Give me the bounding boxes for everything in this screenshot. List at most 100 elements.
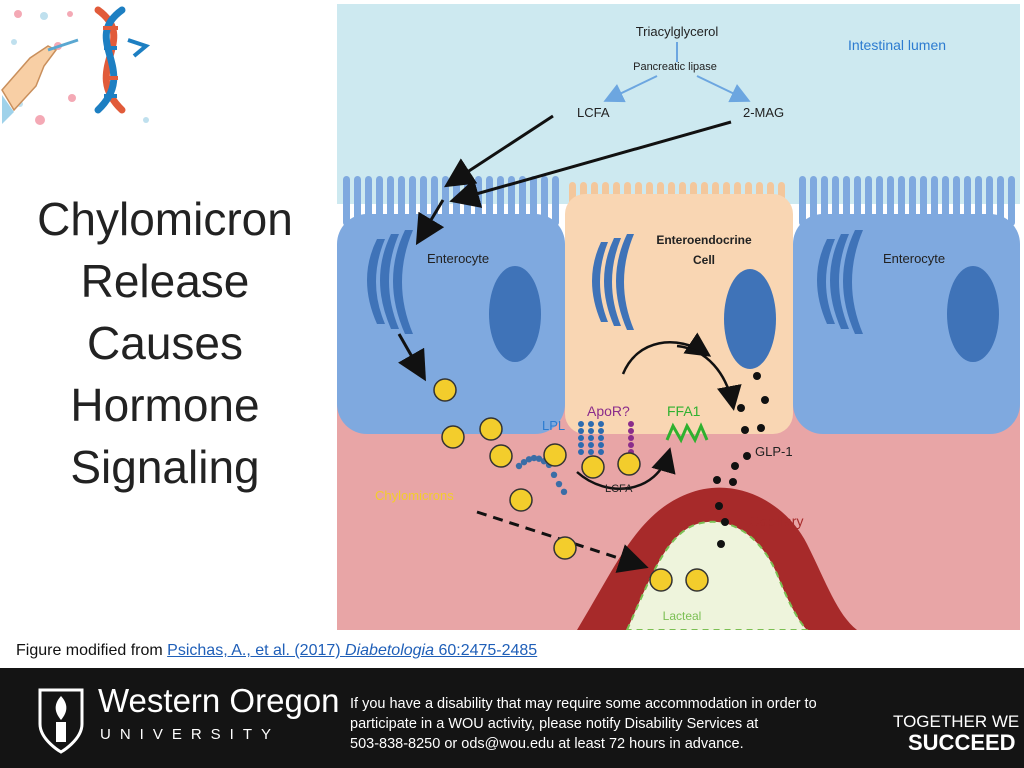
microvillus	[898, 176, 905, 226]
chylomicron-signaling-figure: Triacylglycerol Pancreatic lipase Intest…	[337, 4, 1020, 630]
lpl-enzyme-icon	[515, 454, 568, 496]
chylomicron-particle	[685, 568, 709, 592]
microvillus	[409, 176, 416, 226]
microvillus	[530, 176, 537, 226]
notice-line: participate in a WOU activity, please no…	[350, 716, 759, 732]
dna-logo-icon	[1, 6, 151, 125]
lacteal-vessel	[625, 520, 809, 630]
lacteal-label: Lacteal	[663, 609, 702, 623]
torch-logo-icon	[38, 688, 84, 754]
microvillus	[343, 176, 350, 226]
receptor-bead	[628, 421, 634, 427]
chylomicron-particle	[441, 425, 465, 449]
microvillus	[997, 176, 1004, 226]
ffa1-label: FFA1	[667, 403, 701, 419]
glp1-granule	[729, 478, 737, 486]
citation-authors: Psichas, A., et al. (2017)	[167, 642, 346, 659]
microvillus	[876, 176, 883, 226]
microvillus	[843, 176, 850, 226]
microvillus	[964, 176, 971, 226]
glp1-granule	[713, 476, 721, 484]
chylomicron-particle	[509, 488, 533, 512]
footer-bar: Western Oregon UNIVERSITY If you have a …	[0, 668, 1024, 768]
chylomicron-particle	[543, 443, 567, 467]
lpl-bead	[525, 456, 533, 463]
nucleus-icon	[489, 266, 541, 362]
receptor-bead	[578, 428, 584, 434]
nucleus-icon	[724, 269, 776, 369]
chylomicron-particle	[479, 417, 503, 441]
glp1-granules	[713, 372, 769, 548]
chylomicron-particle	[581, 455, 605, 479]
receptor-bead	[578, 442, 584, 448]
chylomicrons-label: Chylomicrons	[375, 488, 454, 503]
lcfa-top-label: LCFA	[577, 105, 610, 120]
absorption-arrow	[443, 114, 554, 188]
microvillus	[508, 176, 515, 226]
receptor-bead	[588, 442, 594, 448]
lcfa-arrow	[576, 447, 676, 490]
microvillus	[986, 176, 993, 226]
microvilli	[799, 176, 1015, 226]
enteroendocrine-label: Enteroendocrine	[656, 233, 752, 247]
microvillus	[821, 176, 828, 226]
glp1-granule	[717, 540, 725, 548]
microvillus	[975, 176, 982, 226]
lpl-bead	[560, 488, 568, 496]
lumen-arrow	[696, 75, 751, 103]
receptor-bead	[628, 435, 634, 441]
enterocyte-right-label: Enterocyte	[883, 251, 945, 266]
university-subtitle: UNIVERSITY	[100, 726, 281, 743]
glp1-granule	[731, 462, 739, 470]
chylomicron-particles	[433, 378, 709, 592]
citation-journal: Diabetologia	[345, 642, 434, 659]
citation-link[interactable]: Psichas, A., et al. (2017) Diabetologia …	[167, 642, 537, 659]
receptor-bead	[578, 449, 584, 455]
receptor-bead	[598, 421, 604, 427]
microvillus	[854, 176, 861, 226]
glp1-label: GLP-1	[755, 444, 793, 459]
microvillus	[541, 176, 548, 226]
receptor-bead	[588, 449, 594, 455]
microvillus	[942, 176, 949, 226]
microvillus	[887, 176, 894, 226]
title-line: Release	[80, 255, 250, 307]
microvillus	[865, 176, 872, 226]
ffa1-receptor-icon	[665, 422, 709, 444]
receptor-bead	[628, 442, 634, 448]
microvillus	[832, 176, 839, 226]
tagline-top: TOGETHER WE	[893, 712, 1020, 731]
absorption-arrow	[449, 120, 732, 208]
intestinal-lumen-label: Intestinal lumen	[848, 37, 946, 53]
nucleus-icon	[947, 266, 999, 362]
slide-title: Chylomicron Release Causes Hormone Signa…	[0, 188, 330, 498]
microvillus	[810, 176, 817, 226]
chylomicron-particle	[489, 444, 513, 468]
microvillus	[354, 176, 361, 226]
accessibility-notice: If you have a disability that may requir…	[350, 694, 850, 754]
chylomicron-particle	[617, 452, 641, 476]
receptor-bead	[598, 428, 604, 434]
glp1-granule	[721, 518, 729, 526]
lumen-arrow	[603, 75, 658, 103]
microvillus	[552, 176, 559, 226]
two-mag-label: 2-MAG	[743, 105, 784, 120]
microvillus	[931, 176, 938, 226]
microvillus	[1008, 176, 1015, 226]
absorption-arrow	[415, 199, 445, 246]
glp1-granule	[737, 404, 745, 412]
golgi-icon	[592, 234, 634, 330]
glp1-granule	[715, 502, 723, 510]
glp1-granule	[741, 426, 749, 434]
absorption-arrow	[397, 333, 426, 382]
pancreatic-lipase-label: Pancreatic lipase	[633, 61, 717, 73]
lpl-bead	[550, 471, 558, 479]
receptor-bead	[598, 449, 604, 455]
lcfa-bottom-label: LCFA	[605, 483, 633, 495]
signaling-arrow	[621, 332, 712, 375]
chylomicron-particle	[433, 378, 457, 402]
glp1-granule	[743, 452, 751, 460]
microvillus	[909, 176, 916, 226]
apor-receptor-icon	[578, 421, 634, 455]
lpl-bead	[555, 480, 563, 488]
